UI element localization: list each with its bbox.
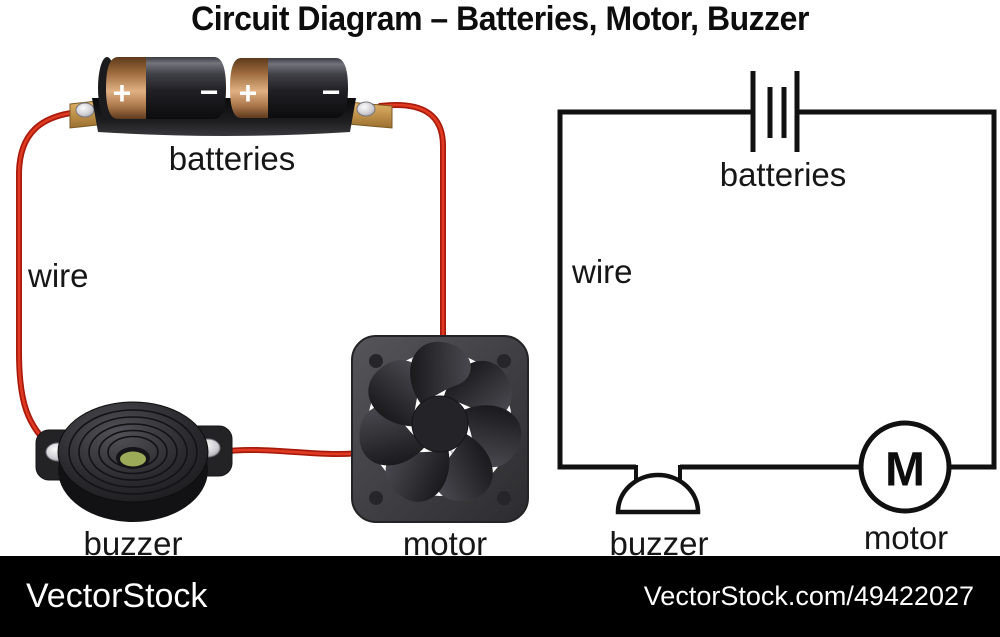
schematic-motor-letter: M — [885, 444, 925, 497]
watermark-bar: VectorStock VectorStock.com/49422027 — [0, 556, 1000, 637]
schematic-buzzer-symbol — [615, 465, 701, 515]
battery-cell-2: + − — [230, 58, 348, 118]
label-wire-pictorial: wire — [28, 257, 89, 294]
buzzer-center-disc — [120, 451, 146, 467]
battery1-minus-sign: − — [200, 74, 219, 110]
label-buzzer-pictorial: buzzer — [83, 525, 183, 562]
schematic-motor-symbol — [858, 420, 952, 514]
label-motor-schematic: motor — [863, 519, 949, 556]
schematic-circuit — [557, 71, 997, 515]
battery1-plus-sign: + — [113, 75, 132, 111]
label-buzzer-schematic: buzzer — [609, 525, 709, 562]
wire-battery-to-motor — [377, 102, 446, 345]
battery-cell-1: + − — [98, 57, 226, 119]
fan-corner-screws — [369, 354, 511, 505]
watermark-brand: VectorStock — [26, 577, 208, 615]
battery-right-terminal-screw — [356, 101, 376, 117]
battery-pack-illustration: + − + − — [69, 57, 393, 136]
label-batteries-pictorial: batteries — [168, 140, 296, 177]
battery2-plus-sign: + — [239, 75, 258, 111]
fan-hub — [411, 395, 469, 453]
wire-buzzer-to-motor — [217, 446, 371, 458]
buzzer-illustration — [35, 401, 233, 522]
battery-left-terminal-screw — [75, 102, 95, 118]
schematic-battery-symbol — [750, 71, 800, 152]
watermark-credit: VectorStock.com/49422027 — [643, 581, 974, 611]
label-motor-pictorial: motor — [402, 525, 488, 562]
fan-blades — [359, 341, 522, 502]
page-title: Circuit Diagram – Batteries, Motor, Buzz… — [191, 0, 809, 38]
schematic-wire-right — [680, 109, 997, 470]
label-batteries-schematic: batteries — [719, 156, 847, 193]
schematic-wire-left — [557, 109, 751, 470]
motor-fan-illustration — [351, 335, 529, 523]
wire-battery-to-buzzer — [16, 109, 81, 453]
label-wire-schematic: wire — [572, 253, 633, 290]
battery2-minus-sign: − — [322, 74, 341, 110]
